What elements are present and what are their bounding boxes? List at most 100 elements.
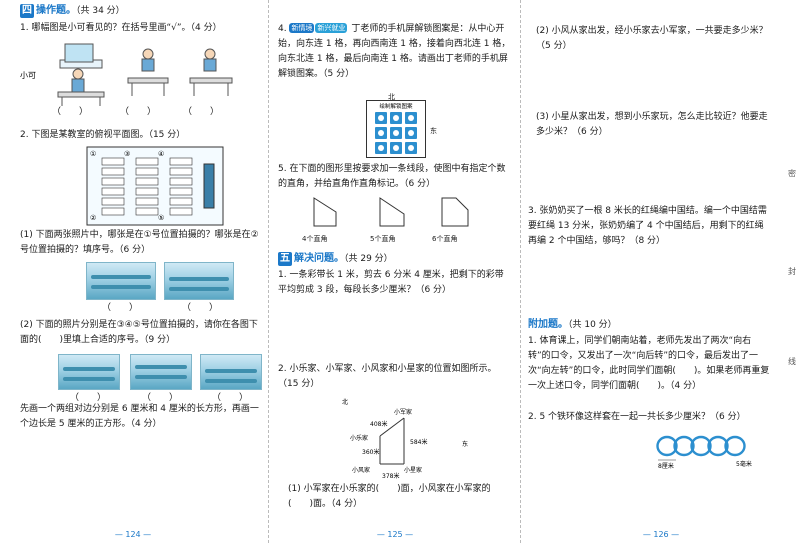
desk — [135, 177, 159, 186]
seat-4: ④ — [158, 150, 164, 158]
section-5-title: 解决问题。 — [294, 253, 344, 264]
iron-ring — [724, 435, 746, 457]
section-4-number: 四 — [20, 4, 34, 18]
child-3-body — [203, 58, 217, 72]
photo-e — [200, 354, 262, 390]
ring-width-label: 8厘米 — [658, 462, 674, 470]
desk — [101, 167, 125, 176]
right-angle-shapes — [313, 197, 469, 227]
child-1-body — [71, 78, 85, 94]
map-584: 584米 — [410, 438, 427, 446]
q1-answer-3[interactable]: （ ） — [183, 107, 220, 117]
photo-d-answer[interactable]: （ ） — [142, 393, 179, 403]
desk — [169, 187, 193, 196]
seat-3: ③ — [124, 150, 130, 158]
question-2: 2. 下图是某教室的俯视平面图。（15 分） — [20, 130, 186, 140]
page-125: 4. 新情境新兴就业 丁老师的手机屏解锁图案是：从中心开始，向东连 1 格，再向… — [272, 0, 518, 543]
photo-c-answer[interactable]: （ ） — [70, 393, 107, 403]
additional-question-1: 1. 体育课上，同学们朝南站着，老师先发出了两次“向右转”的口令，又发出了一次“… — [528, 336, 770, 391]
child-2-head — [142, 48, 154, 60]
desk-grid — [101, 157, 193, 216]
solve-question-2-2: (2) 小风从家出发，经小乐家去小军家，一共要走多少米？（5 分） — [536, 26, 768, 51]
blackboard — [203, 163, 215, 209]
seal-char-1: 密 — [788, 169, 796, 178]
desk — [135, 157, 159, 166]
map-408: 408米 — [370, 420, 387, 428]
table-2 — [127, 77, 169, 84]
photo-a-answer[interactable]: （ ） — [102, 303, 139, 313]
page-divider-1 — [268, 0, 269, 543]
desk — [101, 207, 125, 216]
shape-4-angles — [313, 197, 337, 227]
question-5: 5. 在下面的图形里按要求加一条线段，使图中有指定个数的直角，并给直角作直角标记… — [278, 164, 506, 189]
photo-e-answer[interactable]: （ ） — [212, 393, 249, 403]
ring-gap-label: 5毫米 — [736, 460, 752, 468]
desk — [169, 207, 193, 216]
lock-dot — [393, 115, 399, 121]
solve-question-3: 3. 张奶奶买了一根 8 米长的红绳编中国结。编一个中国结需要红绳 13 分米，… — [528, 206, 767, 246]
additional-points: （共 10 分） — [568, 320, 617, 330]
page-124: 四操作题。（共 34 分） 1. 哪幅图是小可看见的？在括号里画“√”。（4 分… — [0, 0, 266, 543]
desk — [101, 187, 125, 196]
additional-question-2: 2. 5 个铁环像这样套在一起一共长多少厘米？（6 分） — [528, 412, 746, 422]
shape-label-4: 4个直角 — [302, 235, 328, 243]
lock-title: 绘制解锁图案 — [379, 102, 413, 110]
question-1: 1. 哪幅图是小可看见的？在括号里画“√”。（4 分） — [20, 23, 222, 33]
seal-char-3: 线 — [788, 357, 796, 366]
desk — [135, 207, 159, 216]
map-xiaofeng: 小风家 — [352, 466, 370, 474]
map-xiaole: 小乐家 — [350, 434, 368, 442]
iron-ring — [673, 435, 695, 457]
map-xiaojun: 小军家 — [394, 408, 412, 416]
lock-dot — [393, 130, 399, 136]
section-4-title: 操作题。 — [36, 5, 76, 16]
seal-char-2: 封 — [788, 267, 796, 276]
q1-answer-1[interactable]: （ ） — [52, 107, 89, 117]
section-5-heading: 五解决问题。（共 29 分） — [278, 252, 393, 266]
q1-illustration: 小可 — [20, 43, 233, 106]
photo-d — [130, 354, 192, 390]
page-divider-2 — [520, 0, 521, 543]
lock-dot — [393, 145, 399, 151]
photo-b-answer[interactable]: （ ） — [182, 303, 219, 313]
desk — [135, 197, 159, 206]
section-5-points: （共 29 分） — [344, 254, 393, 264]
classroom-plan: ① ② ③ ④ ⑤ — [86, 146, 224, 226]
badge-new-job: 新兴就业 — [315, 23, 348, 33]
page-number-124: — 124 — — [114, 530, 152, 539]
desk — [169, 177, 193, 186]
iron-ring — [707, 435, 729, 457]
table-1 — [57, 91, 105, 98]
question-3: 先画一个两组对边分别是 6 厘米和 4 厘米的长方形，再画一个边长是 5 厘米的… — [20, 404, 259, 429]
question-4: 4. 新情境新兴就业 丁老师的手机屏解锁图案是：从中心开始，向东连 1 格，再向… — [278, 22, 512, 82]
map-378: 378米 — [382, 472, 399, 480]
page-number-126: — 126 — — [642, 530, 680, 539]
lock-dot — [378, 130, 384, 136]
table-3 — [189, 77, 233, 84]
desk — [101, 177, 125, 186]
page-126: (2) 小风从家出发，经小乐家去小军家，一共要走多少米？（5 分） (3) 小星… — [522, 0, 800, 543]
iron-ring — [656, 435, 678, 457]
child-3-head — [204, 48, 216, 60]
lock-dot — [408, 130, 414, 136]
iron-rings: 8厘米 5毫米 — [656, 435, 752, 470]
section-4-points: （共 34 分） — [76, 6, 125, 16]
desk — [101, 157, 125, 166]
badge-new-context: 新情境 — [289, 23, 315, 33]
shape-label-6: 6个直角 — [432, 235, 458, 243]
seal-line-strip: 密 封 线 — [786, 0, 800, 543]
section-4-heading: 四操作题。（共 34 分） — [20, 4, 125, 18]
map-north: 北 — [342, 398, 348, 406]
shape-5-angles — [379, 197, 405, 227]
photo-a — [86, 262, 156, 300]
photo-b — [164, 262, 234, 300]
ring-chain — [656, 435, 746, 457]
section-5-number: 五 — [278, 252, 292, 266]
q1-answer-2[interactable]: （ ） — [120, 107, 157, 117]
additional-title: 附加题。 — [528, 319, 568, 330]
lock-dot — [378, 145, 384, 151]
question-2-1: (1) 下面两张照片中，哪张是在①号位置拍摄的？哪张是在②号位置拍摄的？填序号。… — [20, 230, 259, 255]
map-east: 东 — [462, 440, 468, 448]
desk — [135, 187, 159, 196]
question-2-2: (2) 下面的照片分别是在③④⑤号位置拍摄的，请你在各图下面的( )里填上合适的… — [20, 320, 258, 345]
